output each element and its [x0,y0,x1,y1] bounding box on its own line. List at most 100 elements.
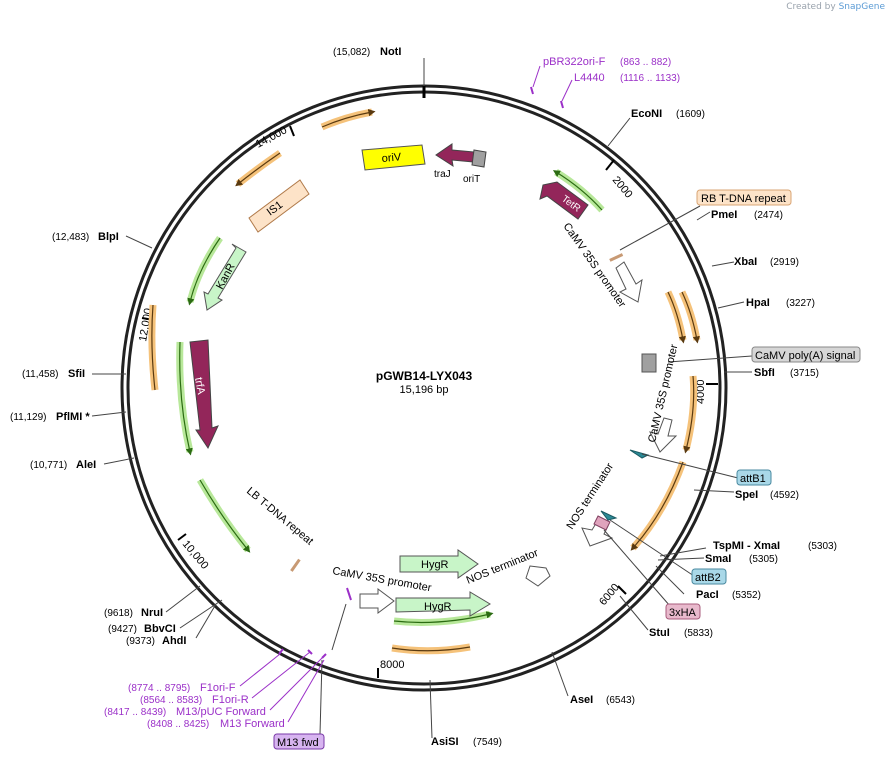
orf-arc-top-inner [321,109,376,128]
snapgene-credit: Created by SnapGene [786,2,885,12]
primer-f1ori-r-name: F1ori-R [212,694,249,706]
box-attb2 [691,568,727,585]
primer-mark-pbr322 [530,86,534,95]
box-3xha-label: 3xHA [669,607,697,619]
site-spei-name: SpeI [735,489,758,501]
leader-paci [655,565,685,595]
site-alei-pos: (10,771) [30,460,67,471]
terminator-arrow-2 [525,565,551,587]
leader-lines [91,58,753,739]
site-pflmi-name: PflMI * [56,411,90,423]
feature-orit [471,149,487,168]
orf-arc-upper-left-inner [235,152,281,187]
box-rb-repeat [696,189,792,206]
feature-oriv [361,144,426,171]
promoter-arrow-1 [615,261,643,303]
feature-is1 [248,179,310,233]
primer-pbr322-pos: (863 .. 882) [620,57,671,68]
orf-arc-bottom-inner [391,646,471,652]
primer-f1ori-r-pos: (8564 .. 8583) [140,695,202,706]
leader-m13puc [269,657,323,711]
repeat-label-lb: LB T-DNA repeat [244,485,315,548]
polya-mark [641,353,657,373]
site-hpai-pos: (3227) [786,298,815,309]
orf-arc-green-lower-left [196,478,251,553]
site-blpi-name: BlpI [98,231,119,243]
leader-blpi [125,235,153,249]
leader-pflmi [91,411,127,417]
site-ahdi-name: AhdI [162,635,186,647]
site-asisi-pos: (7549) [473,737,502,748]
lb-repeat-mark [290,558,301,572]
site-spei-pos: (4592) [770,490,799,501]
leader-f1ori-r [251,651,311,699]
site-smai-name: SmaI [705,553,731,565]
orf-arc-green-lower-left-inner [199,479,251,553]
primer-l4440-name: L4440 [574,72,605,84]
primer-marks [278,86,564,659]
leader-attb2 [609,519,695,577]
feature-hygr-1-label: HygR [421,559,449,571]
feature-hygr-2 [395,591,491,617]
3xha-mark [593,515,611,531]
feature-hygr-1 [399,549,479,579]
attb2-mark [600,510,618,521]
feature-oriv-label: oriV [381,151,402,165]
site-hpai-name: HpaI [746,297,770,309]
primer-m13puc-pos: (8417 .. 8439) [104,707,166,718]
box-rb-repeat-label: RB T-DNA repeat [701,193,786,205]
scale-ticks: 2000 4000 6000 8000 10,000 12,000 14,000 [137,124,718,678]
site-sbfi-pos: (3715) [790,368,819,379]
box-polya [751,346,861,363]
box-polya-label: CaMV poly(A) signal [755,350,855,362]
box-m13fwd [273,733,325,750]
leader-f1ori-f [239,653,281,687]
site-bbvci-name: BbvCI [144,623,176,635]
site-alei-name: AleI [76,459,96,471]
promoter-arrow-2 [649,417,678,453]
site-blpi-pos: (12,483) [52,232,89,243]
site-pflmi-pos: (11,129) [10,412,47,423]
site-bbvci-pos: (9427) [108,624,137,635]
site-xbai-name: XbaI [734,256,757,268]
site-paci-name: PacI [696,589,719,601]
orf-arc-right-2-inner [681,291,700,344]
promoter-label-1: CaMV 35S promoter [561,221,629,310]
tick-14000-mark [289,125,295,137]
leader-m13 [287,659,325,723]
site-asei-name: AseI [570,694,593,706]
site-ahdi-pos: (9373) [126,636,155,647]
leader-l4440 [561,79,573,102]
primer-m13-pos: (8408 .. 8425) [147,719,209,730]
leader-m13fwd [319,659,323,735]
plasmid-name: pGWB14-LYX043 [376,369,473,383]
primer-l4440-pos: (1116 .. 1133) [620,73,680,84]
site-asisi-name: AsiSI [431,736,459,748]
leader-spei [693,489,735,493]
leader-polya [667,355,753,363]
tick-6000-mark [617,585,627,595]
orf-arc-green-left-2-inner [179,341,193,456]
leader-alei [103,457,135,465]
site-labels: (15,082) NotI EcoNI (1609) PmeI (2474) X… [10,46,837,748]
site-tspmi-pos: (5303) [808,541,837,552]
feature-kanr [203,243,247,311]
leader-camv-primer [331,603,347,651]
orf-arcs-green [176,169,605,626]
box-attb2-label: attB2 [695,572,721,584]
leader-bbvci [179,599,223,629]
primer-m13-name: M13 Forward [220,718,285,730]
primer-mark-camv [346,587,352,601]
leader-rb-repeat [619,205,701,251]
credit-text: Created by [786,2,836,12]
site-stui-pos: (5833) [684,628,713,639]
leader-3xha [603,529,671,607]
promoter-arrow-3 [359,588,395,614]
terminator-label-2: NOS terminator [465,547,541,587]
leader-attb1 [641,453,739,479]
tick-2000-mark [605,159,615,171]
box-3xha [665,603,701,620]
site-sfii-name: SfiI [68,368,85,380]
primer-m13puc-name: M13/pUC Forward [176,706,266,718]
